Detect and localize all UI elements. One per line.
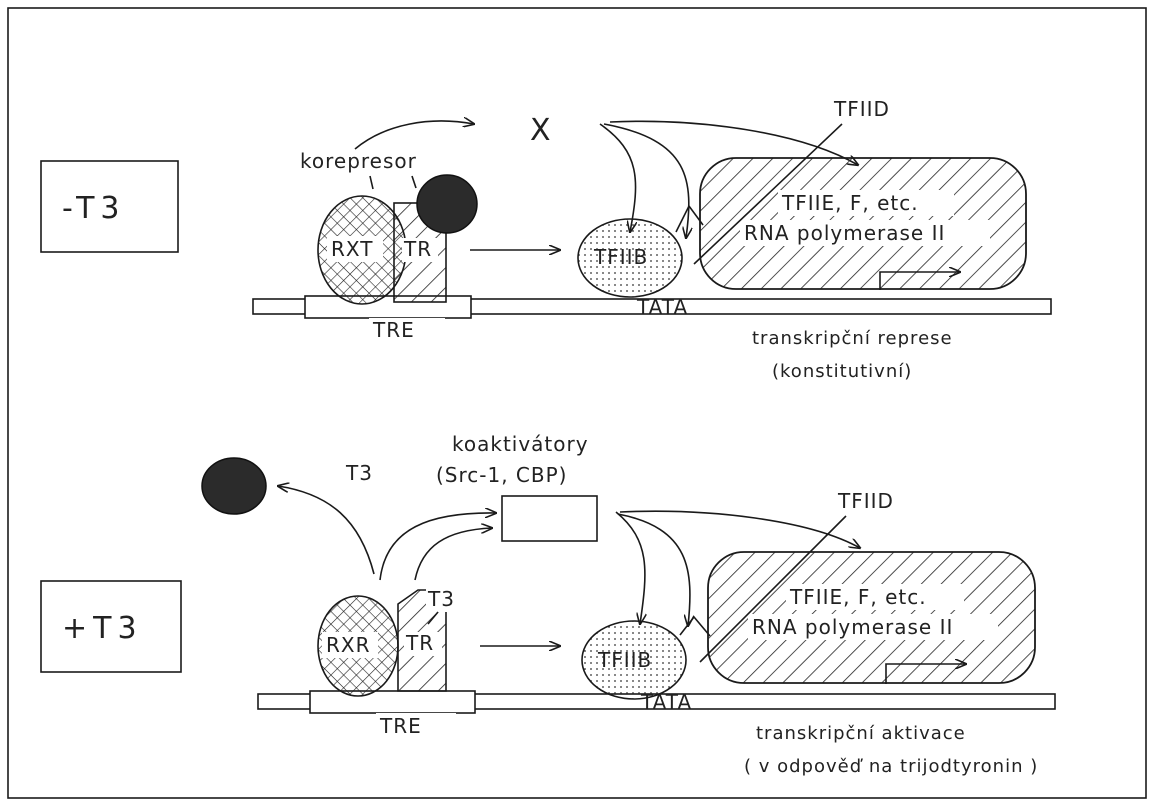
released-corepressor-blob bbox=[202, 458, 266, 514]
tre-element bbox=[310, 691, 475, 713]
coactivator-box bbox=[502, 496, 597, 541]
result-label-line2: (konstitutivní) bbox=[772, 361, 912, 382]
result-label-line1: transkripční aktivace bbox=[756, 723, 966, 744]
tfiid-label: TFIID bbox=[837, 489, 894, 513]
coactivators-label-line1: koaktivátory bbox=[452, 432, 589, 456]
arrow-to-coactivator-1 bbox=[380, 513, 496, 580]
tata-label: TATA bbox=[636, 295, 688, 319]
arrow-to-coactivator-2 bbox=[415, 528, 492, 580]
corepressor-tick-right bbox=[412, 176, 416, 188]
tfiib-link bbox=[680, 617, 710, 636]
corepressor-blob bbox=[417, 175, 477, 233]
rxr-label: RXR bbox=[326, 633, 371, 657]
coactivators-label-line2: (Src-1, CBP) bbox=[436, 463, 567, 487]
tr-label: TR bbox=[405, 631, 434, 655]
arrow-coactivator-to-tfiib-2 bbox=[618, 514, 690, 626]
condition-label-minus-t3: -T3 bbox=[62, 191, 125, 226]
corepressor-label: korepresor bbox=[300, 149, 417, 173]
tre-label: TRE bbox=[379, 714, 422, 738]
rxt-label: RXT bbox=[331, 237, 373, 261]
corepressor-tick-left bbox=[370, 176, 373, 189]
panel-plus-t3: +T3 TRE TATA RXR TR T3 T3 koaktivátory (… bbox=[41, 432, 1055, 777]
arrow-x-to-tfiib-1 bbox=[600, 124, 636, 232]
complex-label-line1: TFIIE, F, etc. bbox=[789, 585, 927, 609]
arrow-coactivator-to-complex bbox=[620, 511, 860, 548]
t3-bound-label: T3 bbox=[427, 587, 455, 611]
tre-label: TRE bbox=[372, 318, 415, 342]
result-label-line2: ( v odpověď na trijodtyronin ) bbox=[744, 756, 1038, 777]
panel-minus-t3: -T3 TRE TATA RXT TR korepresor X TFIIE, … bbox=[41, 97, 1051, 382]
result-label-line1: transkripční represe bbox=[752, 328, 953, 349]
tfiib-label: TFIIB bbox=[597, 648, 652, 672]
complex-label-line2: RNA polymerase II bbox=[752, 615, 953, 639]
tr-label: TR bbox=[403, 237, 432, 261]
x-factor-label: X bbox=[530, 113, 557, 148]
arrow-release-corepressor bbox=[278, 486, 374, 574]
condition-label-plus-t3: +T3 bbox=[62, 611, 143, 646]
tfiib-label: TFIIB bbox=[593, 245, 648, 269]
arrow-coactivator-to-tfiib-1 bbox=[616, 512, 645, 624]
complex-label-line2: RNA polymerase II bbox=[744, 221, 945, 245]
tfiib-link bbox=[676, 206, 703, 232]
tfiid-label: TFIID bbox=[833, 97, 890, 121]
arrow-to-x bbox=[355, 121, 474, 149]
t3-label: T3 bbox=[345, 461, 373, 485]
complex-label-line1: TFIIE, F, etc. bbox=[781, 191, 919, 215]
